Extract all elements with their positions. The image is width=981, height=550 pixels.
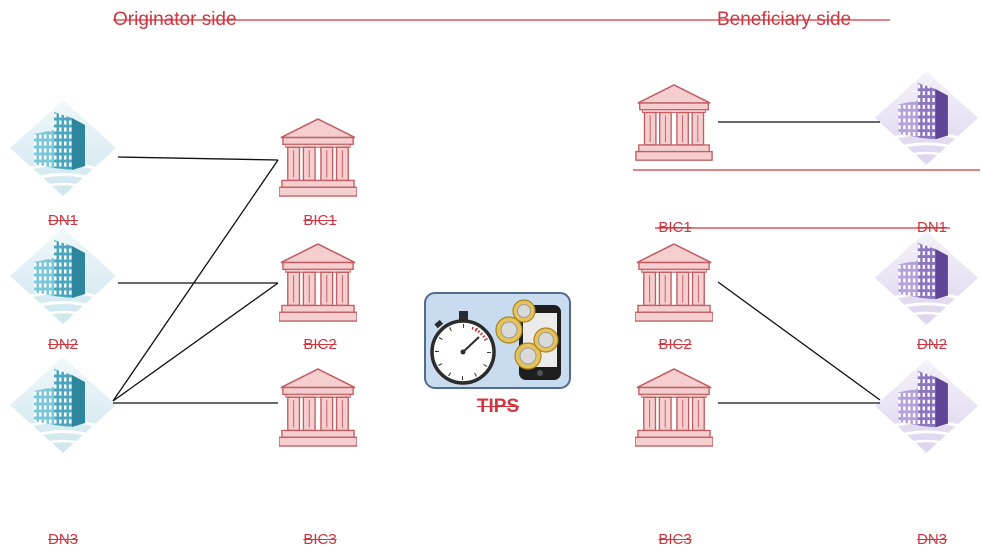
beneficiary-bic1-label: BIC1 — [658, 219, 692, 236]
originator-bic3-label: BIC3 — [303, 531, 337, 548]
originator-bic1-bank-icon — [279, 118, 357, 197]
beneficiary-dn2-building-icon — [873, 229, 980, 327]
beneficiary-dn3-label: DN3 — [916, 531, 948, 548]
beneficiary-participants — [635, 69, 980, 455]
beneficiary-bic3-label: BIC3 — [658, 531, 692, 548]
beneficiary-bic2-bank-icon — [635, 243, 713, 322]
tips-icon — [424, 292, 571, 389]
originator-dn3-label: DN3 — [47, 531, 79, 548]
beneficiary-bic1-bank-icon — [635, 84, 713, 161]
originator-bic1-label: BIC1 — [303, 212, 337, 229]
originator-bic2-label: BIC2 — [303, 336, 337, 353]
beneficiary-dn3-building-icon — [873, 357, 980, 455]
originator-dn3-building-icon — [8, 355, 118, 455]
originator-bic2-bank-icon — [279, 243, 357, 322]
connector-bic2-dn3 — [717, 281, 881, 401]
stopwatch-icon — [430, 311, 496, 385]
beneficiary-connectors — [717, 121, 881, 404]
beneficiary-bic3-bank-icon — [635, 368, 713, 447]
originator-dn1-label: DN1 — [47, 212, 79, 229]
originator-bic3-bank-icon — [279, 368, 357, 447]
connector-dn1-bic1 — [117, 156, 279, 161]
originator-participants — [8, 98, 357, 455]
beneficiary-dn1-label: DN1 — [916, 219, 948, 236]
tips-label: TIPS — [476, 396, 520, 417]
beneficiary-bic2-label: BIC2 — [658, 336, 692, 353]
beneficiary-dn2-label: DN2 — [916, 336, 948, 353]
originator-dn2-building-icon — [8, 226, 118, 326]
originator-connectors — [112, 156, 279, 404]
beneficiary-dn1-building-icon — [873, 69, 980, 167]
connector-bic1-dn3 — [112, 159, 279, 402]
originator-dn2-label: DN2 — [47, 336, 79, 353]
connector-bic2-dn3 — [112, 282, 279, 402]
euro-coins-icon — [495, 299, 559, 370]
originator-side-heading: Originator side — [113, 9, 237, 30]
beneficiary-side-heading: Beneficiary side — [717, 9, 852, 30]
originator-dn1-building-icon — [8, 98, 118, 198]
